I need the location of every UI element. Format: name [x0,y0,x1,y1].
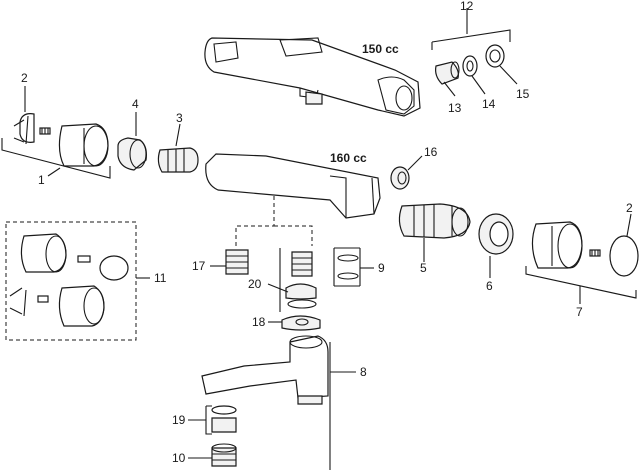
part-20-connector [285,251,317,309]
bracket-12 [431,29,511,50]
leader-3 [175,123,181,147]
callout-15: 15 [516,87,530,101]
part-10-aerator [211,443,237,467]
callout-5: 5 [420,261,427,275]
part-18-clip [281,315,321,331]
callout-18: 18 [252,315,266,329]
leader-14 [471,75,486,95]
callout-3: 3 [176,111,183,125]
callout-2-left: 2 [21,71,28,85]
callout-20: 20 [248,277,262,291]
lower-body-capacity-label: 160 cc [330,151,367,165]
alt-handle-bottom [9,285,105,327]
bracket-1 [1,138,111,179]
part-3-spindle [157,147,199,173]
bracket-8 [329,342,356,470]
leader-15 [499,65,518,85]
part-17-fitting [225,249,249,275]
screw-right [589,249,601,257]
callout-12: 12 [460,0,474,13]
callout-4: 4 [132,97,139,111]
callout-8: 8 [360,365,367,379]
part-13-adapter [435,61,460,85]
callout-6: 6 [486,279,493,293]
bracket-7 [525,266,637,299]
screw-left [39,127,51,135]
part-4-nut [117,137,147,171]
part-2-right-cover [609,235,639,277]
part-2-left-cover [13,113,35,145]
part-6-ring-nut [478,213,514,255]
bracket-9 [333,247,361,287]
bracket-19 [205,405,212,435]
leader-13 [443,81,456,97]
lower-valve-body [205,153,381,219]
part-8-spout [201,335,329,405]
part-7-right-handle [531,221,583,269]
part-1-left-handle [58,123,109,167]
alternative-handles-box [5,221,137,341]
alt-handle-top [20,233,129,281]
leader-2-right [626,213,632,237]
callout-14: 14 [482,97,496,111]
callout-13: 13 [448,101,462,115]
dashed-connector [235,196,313,246]
callout-16: 16 [424,145,438,159]
callout-9: 9 [378,261,385,275]
part-5-thermostatic-cartridge [398,203,471,239]
part-14-washer [462,55,478,77]
part-19-aerator-seal [211,405,237,433]
callout-2-right: 2 [626,201,633,215]
leader-16 [407,155,423,171]
callout-19: 19 [172,413,186,427]
leader-1 [47,167,61,177]
upper-body-capacity-label: 150 cc [362,42,399,56]
leader-20 [267,283,289,293]
part-15-seal [485,44,505,68]
part-9-o-rings [337,254,359,280]
callout-7: 7 [576,305,583,319]
callout-1: 1 [38,173,45,187]
upper-valve-body [204,37,421,117]
callout-10: 10 [172,451,186,465]
callout-17: 17 [192,259,206,273]
callout-11: 11 [154,271,167,285]
part-16-check-valve [390,166,410,190]
